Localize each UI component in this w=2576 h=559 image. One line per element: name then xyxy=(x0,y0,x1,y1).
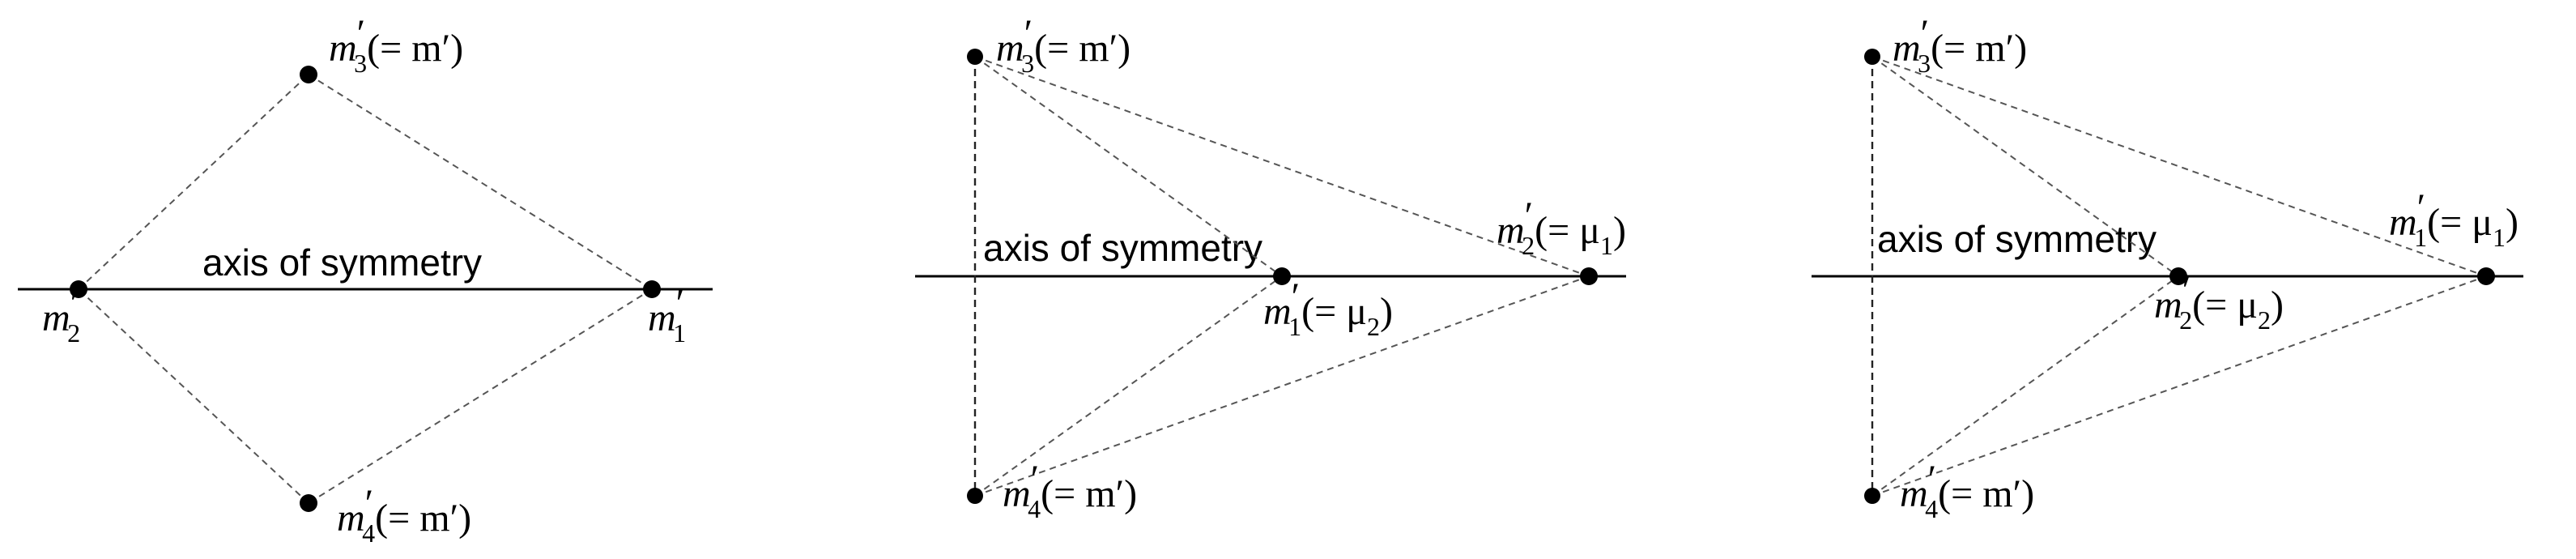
panel-2-edge-m3-mu2 xyxy=(974,56,1283,277)
panel-3-point-m3 xyxy=(1864,49,1880,65)
panel-3-label-m3: m′3(= m′) xyxy=(1893,12,2027,78)
panel-2-edge-m4-mu2 xyxy=(974,275,1283,497)
panel-2-label-m3: m′3(= m′) xyxy=(996,12,1130,78)
panel-2-point-m3 xyxy=(967,49,983,65)
panel-3-label-m1-mu1: m′1(= μ1) xyxy=(2389,186,2519,252)
panel-3-axis-label: axis of symmetry xyxy=(1877,218,2157,260)
panel-3-point-mu1 xyxy=(2477,267,2495,285)
panel-2-point-mu2 xyxy=(1273,267,1291,285)
panel-2-label-m1-mu2: m′1(= μ2) xyxy=(1263,275,1393,341)
panel-3-edge-m4-mu2 xyxy=(1871,275,2179,497)
panel-1-label-m1: m′1 xyxy=(648,282,686,348)
panel-1: axis of symmetry m′3(= m′) m′2 m′1 m′4(=… xyxy=(18,12,713,548)
panel-3-point-m4 xyxy=(1864,488,1880,504)
panel-1-edge-m2-m3 xyxy=(78,74,309,290)
panel-3-edge-m3-mu2 xyxy=(1871,56,2179,277)
panel-1-point-m1 xyxy=(643,280,661,298)
panel-1-label-m3: m′3(= m′) xyxy=(329,12,463,78)
panel-3-point-mu2 xyxy=(2169,267,2187,285)
panel-1-point-m3 xyxy=(300,66,317,83)
panel-2-point-m4 xyxy=(967,488,983,504)
panel-3: axis of symmetry m′3(= m′) m′1(= μ1) m′2… xyxy=(1812,12,2523,523)
panel-3-label-m2-mu2: m′2(= μ2) xyxy=(2154,269,2284,335)
panel-1-point-m4 xyxy=(300,494,317,512)
panel-2-label-m4: m′4(= m′) xyxy=(1003,458,1137,523)
panel-3-label-m4: m′4(= m′) xyxy=(1900,458,2034,523)
panel-2-point-mu1 xyxy=(1580,267,1598,285)
panel-2-label-m2-mu1: m′2(= μ1) xyxy=(1497,194,1626,260)
panel-1-axis-label: axis of symmetry xyxy=(202,241,482,284)
panel-1-label-m2: m′2 xyxy=(42,282,80,348)
panel-1-edge-m1-m4 xyxy=(308,288,653,504)
panel-2: axis of symmetry m′3(= m′) m′2(= μ1) m′1… xyxy=(915,12,1626,523)
panel-1-point-m2 xyxy=(70,280,87,298)
panel-2-axis-label: axis of symmetry xyxy=(983,227,1262,269)
panel-1-edge-m4-m2 xyxy=(78,288,309,504)
panel-1-label-m4: m′4(= m′) xyxy=(337,482,471,548)
